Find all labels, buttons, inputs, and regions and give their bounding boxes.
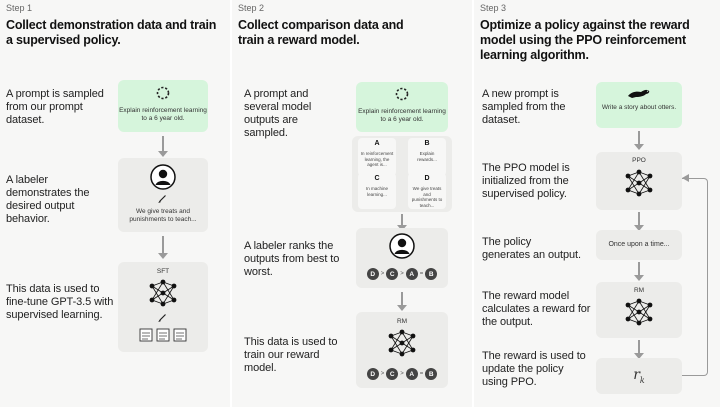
- rank-1: D: [366, 268, 379, 280]
- output-c: C In machine learning...: [358, 173, 396, 209]
- step3-panel: Step 3 Optimize a policy against the rew…: [474, 0, 720, 407]
- step1-desc-labeler: A labeler demonstrates the desired outpu…: [6, 174, 90, 225]
- step1-desc-prompt: A prompt is sampled from our prompt data…: [6, 88, 104, 126]
- output-d-letter: D: [424, 175, 430, 182]
- neural-network-icon: [625, 298, 653, 326]
- pencil-icon: [158, 195, 166, 203]
- step2-desc-rank: A labeler ranks the outputs from best to…: [244, 240, 340, 278]
- pencil-icon: [158, 314, 166, 322]
- sft-model-label: SFT: [156, 268, 170, 275]
- rm-rank-4: B: [425, 368, 438, 380]
- step2-desc-train: This data is used to train our reward mo…: [244, 336, 338, 374]
- labeler-person-icon: [389, 233, 415, 259]
- step1-panel: Step 1 Collect demonstration data and tr…: [0, 0, 230, 407]
- neural-network-icon: [625, 169, 653, 197]
- step3-prompt-text: Write a story about otters.: [601, 104, 677, 111]
- ranking-row: D > C > A = B: [356, 268, 448, 280]
- step1-label: Step 1: [6, 3, 33, 13]
- step2-prompt-card: Explain reinforcement learning to a 6 ye…: [356, 82, 448, 132]
- output-b: B Explain rewards...: [408, 138, 446, 176]
- step3-desc-ppo: The PPO model is initialized from the su…: [482, 162, 570, 200]
- rank-3: A: [405, 268, 418, 280]
- step3-title: Optimize a policy against the reward mod…: [480, 18, 690, 62]
- dataset-icon: [395, 87, 409, 101]
- rank-4: B: [425, 268, 438, 280]
- step3-arrow-3: [634, 262, 644, 281]
- output-c-letter: C: [374, 175, 380, 182]
- step1-title: Collect demonstration data and train a s…: [6, 18, 217, 47]
- dataset-icon: [156, 86, 170, 100]
- rank-op-1: >: [380, 271, 385, 277]
- step3-output-card: Once upon a time...: [596, 230, 682, 260]
- step3-desc-prompt: A new prompt is sampled from the dataset…: [482, 88, 566, 126]
- step2-rm-card: RM D > C > A = B: [356, 312, 448, 388]
- rm-rank-op-2: >: [400, 371, 404, 377]
- step2-ranking-card: D > C > A = B: [356, 228, 448, 288]
- rm-rank-op-1: >: [380, 371, 385, 377]
- rank-op-3: =: [419, 271, 424, 277]
- step3-desc-update: The reward is used to update the policy …: [482, 350, 586, 388]
- step1-prompt-text: Explain reinforcement learning to a 6 ye…: [119, 107, 207, 122]
- step2-title: Collect comparison data and train a rewa…: [238, 18, 404, 47]
- step2-desc-outputs: A prompt and several model outputs are s…: [244, 88, 312, 139]
- step1-arrow-2: [158, 236, 168, 259]
- reward-subscript: k: [639, 375, 645, 385]
- step2-outputs-card: A In reinforcement learning, the agent i…: [352, 136, 452, 212]
- labeler-person-icon: [150, 164, 176, 190]
- rank-2: C: [386, 268, 399, 280]
- ppo-model-label: PPO: [632, 157, 646, 164]
- step3-arrow-4: [634, 340, 644, 359]
- output-c-text: In machine learning...: [365, 186, 388, 197]
- step1-prompt-card: Explain reinforcement learning to a 6 ye…: [118, 80, 208, 132]
- step1-labeler-card: We give treats and punishments to teach.…: [118, 158, 208, 232]
- step2-arrow-1: [397, 214, 407, 231]
- output-a-text: In reinforcement learning, the agent is.…: [360, 151, 394, 167]
- step2-panel: Step 2 Collect comparison data and train…: [232, 0, 472, 407]
- reward-letter: r: [633, 367, 640, 383]
- rm-rank-op-3: =: [419, 371, 424, 377]
- output-a: A In reinforcement learning, the agent i…: [358, 138, 396, 176]
- neural-network-icon: [388, 329, 416, 357]
- documents-icon: [139, 328, 187, 342]
- step3-rm-card: RM: [596, 282, 682, 338]
- step1-demo-text: We give treats and punishments to teach.…: [129, 208, 197, 223]
- step3-arrow-2: [634, 212, 644, 231]
- rm-rank-1: D: [366, 368, 379, 380]
- rm-rank-3: A: [405, 368, 418, 380]
- step1-sft-card: SFT: [118, 262, 208, 352]
- step2-prompt-text: Explain reinforcement learning to a 6 ye…: [358, 108, 446, 123]
- step3-label: Step 3: [480, 3, 507, 13]
- feedback-loop-line: [682, 178, 708, 376]
- rm-ranking-row: D > C > A = B: [356, 368, 448, 380]
- step1-arrow-1: [158, 136, 168, 157]
- otter-icon: [628, 89, 650, 98]
- reward-symbol: rk: [596, 367, 682, 389]
- step3-prompt-card: Write a story about otters.: [596, 82, 682, 128]
- step2-label: Step 2: [238, 3, 265, 13]
- step1-desc-finetune: This data is used to fine-tune GPT-3.5 w…: [6, 283, 114, 321]
- rank-op-2: >: [400, 271, 404, 277]
- output-b-text: Explain rewards...: [417, 151, 437, 162]
- step3-ppo-card: PPO: [596, 152, 682, 210]
- step3-desc-generate: The policy generates an output.: [482, 236, 581, 261]
- output-d: D We give treats and punishments to teac…: [408, 173, 446, 209]
- neural-network-icon: [149, 279, 177, 307]
- step3-arrow-1: [634, 131, 644, 150]
- output-d-text: We give treats and punishments to teach.…: [411, 186, 443, 208]
- rm-model-label: RM: [396, 318, 408, 325]
- rm-rank-2: C: [386, 368, 399, 380]
- rm-model-label: RM: [633, 287, 645, 294]
- output-a-letter: A: [374, 140, 380, 147]
- output-b-letter: B: [424, 140, 430, 147]
- step3-output-text: Once upon a time...: [608, 241, 670, 248]
- step3-reward-card: rk: [596, 358, 682, 394]
- loop-arrowhead-icon: [682, 174, 689, 182]
- step2-arrow-2: [397, 292, 407, 311]
- step3-desc-reward: The reward model calculates a reward for…: [482, 290, 591, 328]
